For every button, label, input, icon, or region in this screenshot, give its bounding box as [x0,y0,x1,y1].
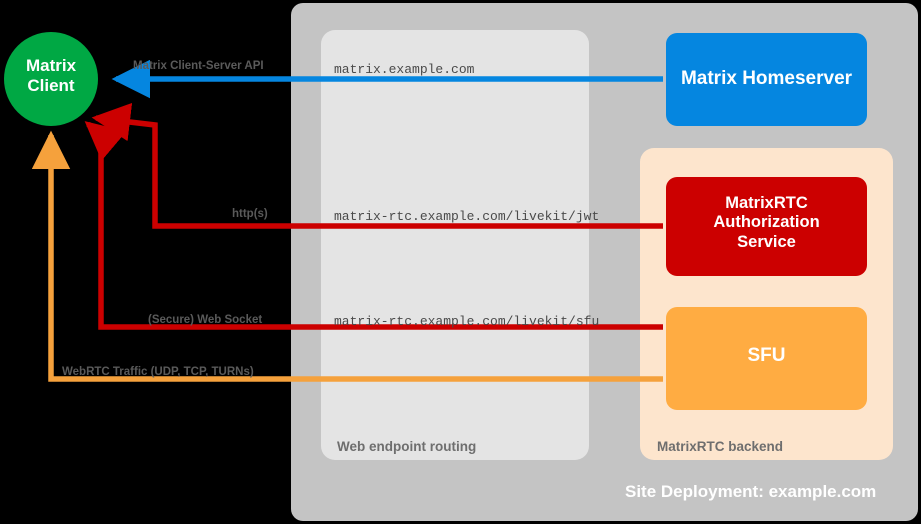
node-matrix-homeserver[interactable] [666,33,867,126]
connector-label-https: http(s) [232,208,268,220]
connector-secure-web-socket [84,121,663,330]
node-matrixrtc-authorization-service[interactable] [666,177,867,276]
web-endpoint-routing-panel [321,30,589,460]
connector-label-matrix-client-server-api: Matrix Client-Server API [133,60,264,72]
connector-label-secure-web-socket: (Secure) Web Socket [148,314,263,326]
node-sfu[interactable] [666,307,867,410]
endpoint-matrix-example-com: matrix.example.com [334,62,475,77]
site-deployment-caption: Site Deployment: example.com [625,482,877,501]
web-endpoint-routing-caption: Web endpoint routing [337,439,477,454]
matrixrtc-backend-caption: MatrixRTC backend [657,439,784,454]
node-matrix-client[interactable] [4,32,98,126]
connector-webrtc-traffic [31,130,663,382]
endpoint-livekit-jwt: matrix-rtc.example.com/livekit/jwt [334,209,600,224]
endpoint-livekit-sfu: matrix-rtc.example.com/livekit/sfu [334,314,600,329]
connector-label-webrtc-traffic: WebRTC Traffic (UDP, TCP, TURNs) [62,366,254,378]
